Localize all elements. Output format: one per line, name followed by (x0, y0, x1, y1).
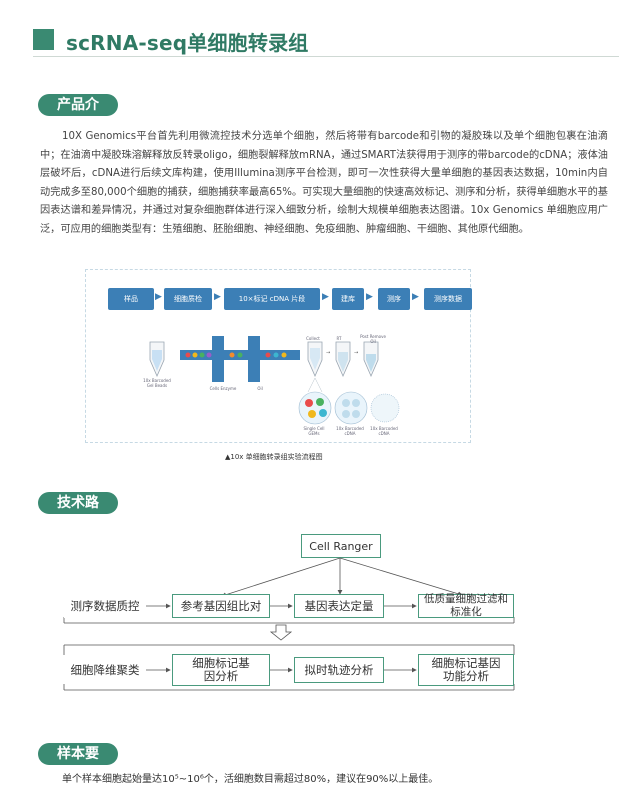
route-step-qc: 测序数据质控 (64, 594, 146, 618)
flow-step-data: 测序数据 (424, 288, 472, 310)
sample-requirement-text: 单个样本细胞起始量达10⁵~10⁶个，活细胞数目需超过80%，建议在90%以上最… (62, 774, 439, 785)
title-divider (33, 56, 619, 57)
label-cells: Cells Enzyme (209, 386, 237, 391)
label-rt: RT (336, 336, 342, 341)
page-title: scRNA-seq单细胞转录组 (66, 31, 309, 55)
label-barcoded-cdna-2: 10x Barcoded cDNA (370, 426, 398, 436)
route-step-quantification: 基因表达定量 (294, 594, 384, 618)
svg-text:→: → (326, 350, 330, 356)
label-barcoded-cdna-1: 10x Barcoded cDNA (336, 426, 364, 436)
title-square-icon (33, 29, 54, 50)
route-step-marker-genes: 细胞标记基因分析 (172, 654, 270, 686)
route-cellranger: Cell Ranger (301, 534, 381, 558)
flow-step-qc: 细胞质检 (164, 288, 212, 310)
route-step-filter: 低质量细胞过滤和标准化 (418, 593, 514, 618)
section-heading-sample: 样本要求 (38, 743, 118, 784)
section-heading-route: 技术路线 (38, 492, 118, 533)
section-heading-intro: 产品介绍 (38, 94, 118, 135)
intro-paragraph: 10X Genomics平台首先利用微流控技术分选单个细胞，然后将带有barco… (40, 131, 608, 235)
route-step-clustering: 细胞降维聚类 (64, 657, 146, 683)
flow-arrow-icon: ▶ (214, 292, 221, 302)
flow-arrow-icon: ▶ (412, 292, 419, 302)
flow-arrow-icon: ▶ (155, 292, 162, 302)
workflow-figure (85, 269, 471, 443)
route-step-pseudotime: 拟时轨迹分析 (294, 657, 384, 683)
route-step-alignment: 参考基因组比对 (172, 594, 270, 618)
route-step-function: 细胞标记基因功能分析 (418, 654, 514, 686)
label-oil: Oil (257, 386, 263, 391)
label-post-remove-oil: Post Remove Oil (360, 334, 386, 344)
figure-caption: ▲10x 单细胞转录组实验流程图 (225, 453, 323, 461)
microfluidics-illustration: → → (149, 336, 400, 425)
label-single-cell-gems: Single Cell GEMs (303, 426, 325, 436)
flow-arrow-icon: ▶ (322, 292, 329, 302)
flow-step-sample: 样品 (108, 288, 154, 310)
flow-step-library: 建库 (332, 288, 364, 310)
svg-text:→: → (354, 350, 358, 356)
bead-dots (185, 352, 287, 358)
label-collect: Collect (306, 336, 320, 341)
flow-step-sequencing: 测序 (378, 288, 410, 310)
flow-step-cdna: 10×标记 cDNA 片段 (224, 288, 320, 310)
tube-icon (149, 341, 165, 377)
label-beads: 10x Barcoded Gel Beads (143, 378, 171, 388)
flow-arrow-icon: ▶ (366, 292, 373, 302)
